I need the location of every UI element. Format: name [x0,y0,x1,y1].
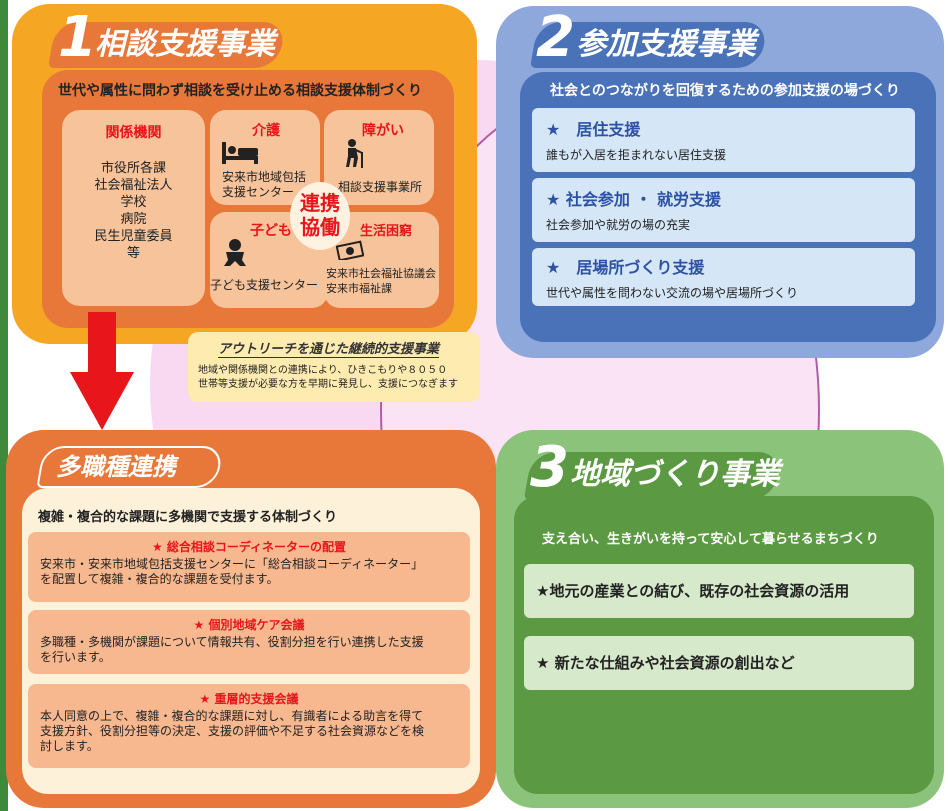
multi-item-title: ★ 重層的支援会議 [199,692,299,706]
s3-item: ★地元の産業との結び、既存の社会資源の活用 [524,564,914,618]
multi-item-text: 安来市・安来市地域包括支援センターに「総合相談コーディネーター」 を配置して複雑… [40,557,470,587]
s2-item: ★ 社会参加 ・ 就労支援 社会参加や就労の場の充実 [532,178,915,242]
multi-title: 多職種連携 [56,453,176,481]
outreach-box: アウトリーチを通じた継続的支援事業 地域や関係機関との連携により、ひきこもりや８… [188,332,480,402]
kaigo-title: 介護 [252,123,280,139]
s2-item-desc: 社会参加や就労の場の充実 [546,218,691,232]
s3-item-text: ★地元の産業との結び、既存の社会資源の活用 [536,582,850,600]
multi-item-line: を配置して複雑・複合的な課題を受付ます。 [40,572,279,586]
kyodo-text: 協働 [300,215,340,239]
outreach-title: アウトリーチを通じた継続的支援事業 [218,338,440,358]
multi-item-line: 多職種・多機関が課題について情報共有、役割分担を行い連携した支援 [40,635,424,649]
multi-item-text: 多職種・多機関が課題について情報共有、役割分担を行い連携した支援 を行います。 [40,635,470,665]
seikatsu-line: 安来市福祉課 [326,282,392,295]
kaigo-line: 安来市地域包括 [222,170,307,184]
multi-item-text: 本人同意の上で、複雑・複合的な課題に対し、有識者による助言を得て 支援方針、役割… [40,709,470,754]
kankei-item: 病院 [120,212,147,227]
outreach-text: 地域や関係機関との連携により、ひきこもりや８０５０ 世帯等支援が必要な方を早期に… [198,364,458,392]
multi-item-line: 安来市・安来市地域包括支援センターに「総合相談コーディネーター」 [40,557,424,571]
multi-item-title: ★ 個別地域ケア会議 [193,618,305,632]
bed-icon [222,142,258,164]
s2-item: ★ 居住支援 誰もが入居を拒まれない居住支援 [532,108,915,172]
shogai-text: 相談支援事業所 [338,180,423,194]
shogai-box: 障がい 相談支援事業所 [324,110,434,205]
s2-item: ★ 居場所づくり支援 世代や属性を問わない交流の場や居場所づくり [532,248,915,306]
seikatsu-text: 安来市社会福祉協議会 安来市福祉課 [326,266,436,296]
seikatsu-title: 生活困窮 [360,224,413,239]
s2-item-title: ★ 居住支援 [546,120,641,139]
kankei-item: 学校 [120,195,147,210]
section3-number: 3 [530,435,569,500]
kodomo-text: 子ども支援センター [210,278,319,292]
s2-item-desc: 世代や属性を問わない交流の場や居場所づくり [546,286,799,300]
kankei-item: 市役所各課 [100,161,166,176]
multi-item-line: 討します。 [40,739,99,753]
outreach-line: 地域や関係機関との連携により、ひきこもりや８０５０ [198,365,448,376]
multi-item-line: 支援方針、役割分担等の決定、支援の評価や不足する社会資源などを検 [40,724,425,738]
kankei-item: 社会福祉法人 [94,178,173,193]
multi-item-title: ★ 総合相談コーディネーターの配置 [151,540,347,554]
multi-item: ★ 個別地域ケア会議 多職種・多機関が課題について情報共有、役割分担を行い連携し… [28,610,470,674]
section2-number: 2 [536,5,575,70]
s2-item-title: ★ 居場所づくり支援 [546,258,705,277]
kankei-list: 市役所各課 社会福祉法人 学校 病院 民生児童委員 等 [62,160,205,262]
s2-item-desc: 誰もが入居を拒まれない居住支援 [546,148,727,162]
renkei-badge: 連携 協働 [290,182,350,250]
shogai-title: 障がい [362,123,404,139]
kankei-title: 関係機関 [105,125,162,141]
section1-number: 1 [58,5,97,70]
kaigo-text: 安来市地域包括 支援センター [222,170,306,200]
multi-item: ★ 重層的支援会議 本人同意の上で、複雑・複合的な課題に対し、有識者による助言を… [28,684,470,768]
elderly-person-icon [346,139,363,168]
red-down-arrow [70,312,134,430]
s3-item: ★ 新たな仕組みや社会資源の創出など [524,636,914,690]
s3-item-text: ★ 新たな仕組みや社会資源の創出など [536,654,795,672]
multi-item-line: 本人同意の上で、複雑・複合的な課題に対し、有識者による助言を得て [40,709,424,723]
money-icon [336,240,364,260]
section3-title: 地域づくり事業 [570,457,780,492]
kaigo-line: 支援センター [222,185,295,199]
kodomo-title: 子ども [250,223,292,239]
baby-icon [224,239,246,266]
kankei-box: 関係機関 市役所各課 社会福祉法人 学校 病院 民生児童委員 等 [62,110,205,306]
s2-item-title: ★ 社会参加 ・ 就労支援 [546,190,722,209]
seikatsu-line: 安来市社会福祉協議会 [326,267,436,280]
section3-subtitle: 支え合い、生きがいを持って安心して暮らせるまちづくり [542,532,879,547]
section2-title: 参加支援事業 [576,27,756,62]
multi-item-line: を行います。 [40,650,111,664]
kankei-item: 等 [126,246,140,261]
outreach-line: 世帯等支援が必要な方を早期に発見し、支援につなぎます [198,379,458,390]
section1-title: 相談支援事業 [95,27,275,62]
section2-subtitle: 社会とのつながりを回復するための参加支援の場づくり [550,83,900,99]
left-edge-bar [0,0,8,811]
section1-subtitle: 世代や属性に問わず相談を受け止める相談支援体制づくり [58,83,422,99]
kankei-item: 民生児童委員 [94,229,173,244]
multi-item: ★ 総合相談コーディネーターの配置 安来市・安来市地域包括支援センターに「総合相… [28,532,470,602]
renkei-text: 連携 [300,191,340,215]
multi-subtitle: 複雑・複合的な課題に多機関で支援する体制づくり [38,510,338,525]
